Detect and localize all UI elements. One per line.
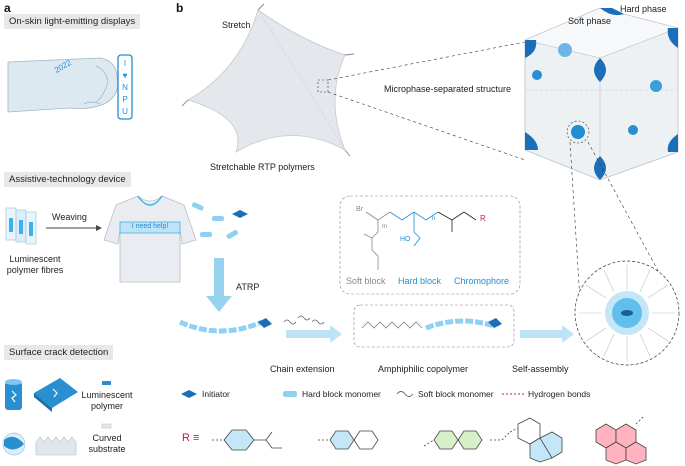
soft-phase-label: Soft phase [568,16,612,26]
legend-soft-monomer-icon [396,391,414,397]
stretch-label: Stretch [222,20,251,30]
soft-block-label: Soft block [346,276,386,286]
atrp-arrow [206,258,232,312]
chromophore-label: Chromophore [454,276,510,286]
r-group-naphthalimide [490,417,563,463]
band-letter-i: I [123,59,127,68]
chem-n: n [432,216,436,222]
section-assistive: Assistive-technology device [4,172,131,187]
chain-extension-label: Chain extension [270,364,335,374]
chain-extension-arrow [286,325,342,343]
fibre-label-1: Luminescent [9,254,61,264]
hard-phase-label: Hard phase [620,4,667,14]
band-letter-p: P [122,95,128,104]
shirt-text: I need help! [131,223,169,230]
section-on-skin: On-skin light-emitting displays [4,14,141,29]
chem-r: R [480,214,486,223]
r-group-biphenyl [318,430,379,450]
stretch-film-icon [186,9,346,153]
legend-initiator: Initiator [202,389,230,399]
fibre-label-2: polymer fibres [6,265,64,275]
chem-structure-box [339,195,521,295]
self-assembly-arrow [520,325,574,343]
legend-hard-monomer-icon [283,391,297,397]
weaving-label: Weaving [52,212,87,222]
curved-substrate-icon [35,436,77,456]
legend-soft-monomer: Soft block monomer [418,389,494,399]
r-group-benzoate [212,429,282,451]
panel-b-letter: b [176,1,184,15]
band-letter-heart: ♥ [122,71,128,80]
atrp-label: ATRP [236,282,260,292]
amphiphilic-label: Amphiphilic copolymer [378,364,469,374]
chem-ho: HO [400,236,411,243]
self-assembly-label: Self-assembly [512,364,569,374]
initiator-icon [232,210,248,218]
lum-polymer-2: polymer [90,401,123,411]
legend-hard-monomer: Hard block monomer [302,389,381,399]
curved-1: Curved [92,433,122,443]
hard-block-label: Hard block [398,276,442,286]
lum-polymer-1: Luminescent [81,390,133,400]
section-crack: Surface crack detection [4,345,114,360]
chem-br: Br [356,206,363,213]
r-equiv-label: R ≡ [182,432,200,444]
film-icon [34,378,78,408]
hand-icon [7,57,119,113]
cylinder-icon [5,382,22,410]
wristband-icon [117,54,133,120]
band-letter-n: N [122,83,128,92]
stretchable-label: Stretchable RTP polymers [210,162,315,172]
band-letter-u: U [122,107,128,116]
chem-m: m [382,224,387,230]
band-letters: I ♥ N P U [120,58,130,118]
legend-hbonds: Hydrogen bonds [528,389,591,399]
legend-initiator-icon [181,390,197,398]
curved-2: substrate [88,444,126,454]
lum-polymer-swatch [102,381,111,385]
r-group-naphthalene [423,430,483,450]
panel-a-letter: a [4,1,11,15]
r-group-pyrene [595,415,647,465]
micro-label: Microphase-separated structure [384,84,512,94]
